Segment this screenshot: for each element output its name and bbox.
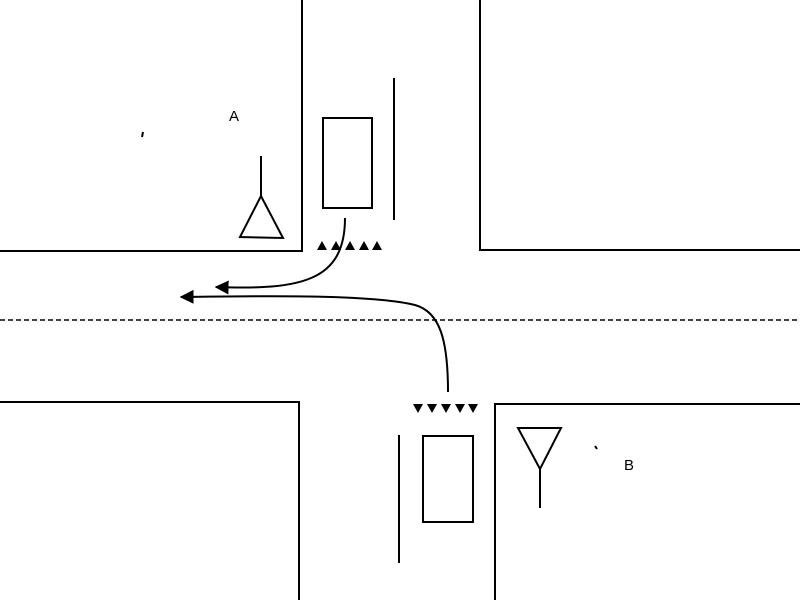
kerb-bottom-right — [494, 403, 800, 600]
path-vehicle-b — [179, 289, 449, 393]
yield-sign-a — [238, 156, 285, 240]
yield-line-a — [317, 241, 382, 250]
yield-sign-b — [516, 427, 563, 508]
stray-mark-a — [141, 131, 144, 138]
kerb-top-right — [479, 0, 800, 251]
path-vehicle-a — [214, 217, 346, 295]
vehicle-b — [422, 435, 474, 523]
label-a: A — [229, 108, 239, 125]
label-b: B — [624, 457, 634, 474]
kerb-top-left — [0, 0, 303, 252]
stray-mark-b — [594, 445, 598, 450]
kerb-bottom-left — [0, 401, 300, 600]
vehicle-a — [322, 117, 373, 209]
yield-line-b — [413, 404, 478, 413]
